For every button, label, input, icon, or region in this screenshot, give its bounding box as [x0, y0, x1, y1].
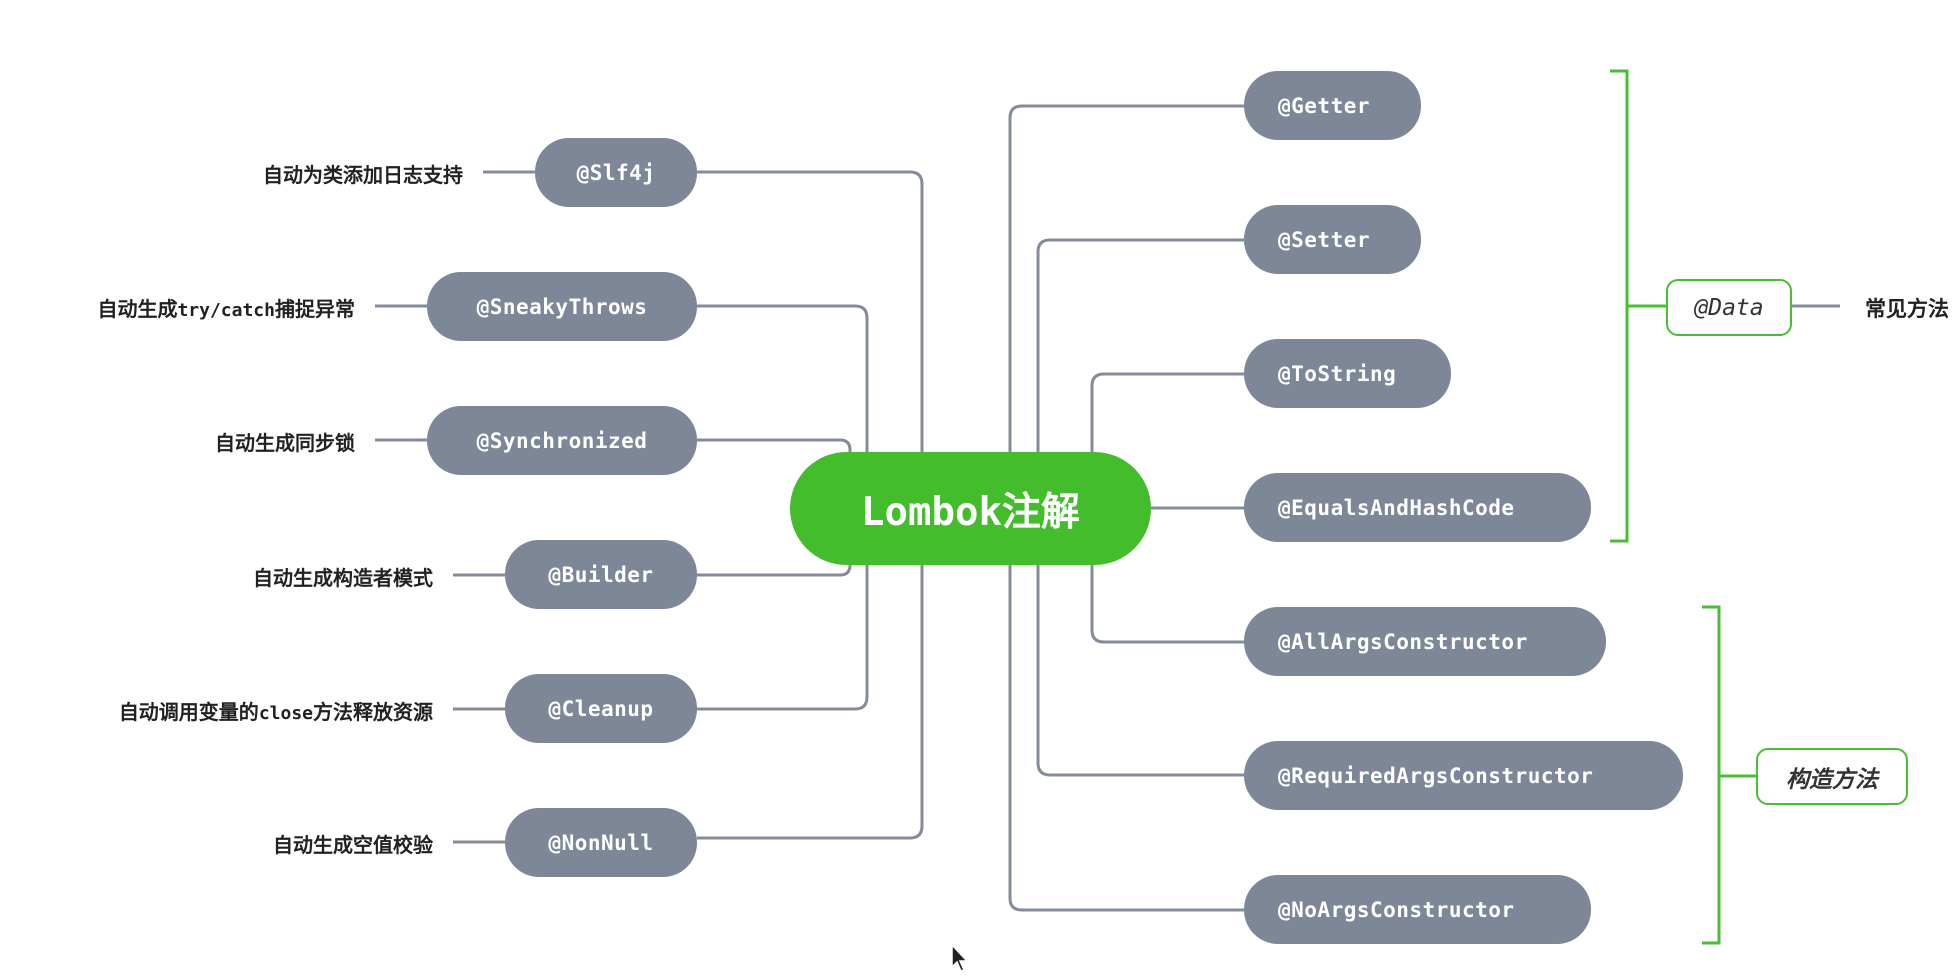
- desc-cleanup-code: close: [258, 703, 313, 724]
- desc-cleanup-part2: 方法释放资源: [313, 700, 433, 724]
- node-equalsandhashcode[interactable]: @EqualsAndHashCode: [1244, 473, 1591, 542]
- bracket-constructors: [1702, 605, 1756, 945]
- node-sneakythrows[interactable]: @SneakyThrows: [427, 272, 697, 341]
- desc-cleanup-part1: 自动调用变量的: [118, 700, 259, 724]
- node-tostring[interactable]: @ToString: [1244, 339, 1451, 408]
- mouse-cursor-icon: [951, 943, 969, 972]
- desc-builder: 自动生成构造者模式: [253, 566, 433, 590]
- node-getter[interactable]: @Getter: [1244, 71, 1421, 140]
- node-setter[interactable]: @Setter: [1244, 205, 1421, 274]
- node-requiredargsconstructor[interactable]: @RequiredArgsConstructor: [1244, 741, 1683, 810]
- group-data-box[interactable]: @Data: [1666, 279, 1792, 336]
- desc-nonnull: 自动生成空值校验: [273, 833, 433, 857]
- node-synchronized[interactable]: @Synchronized: [427, 406, 697, 475]
- node-allargsconstructor[interactable]: @AllArgsConstructor: [1244, 607, 1606, 676]
- node-builder[interactable]: @Builder: [505, 540, 697, 609]
- center-node-lombok[interactable]: Lombok注解: [790, 452, 1151, 565]
- group-data-note: 常见方法: [1865, 297, 1949, 321]
- node-nonnull[interactable]: @NonNull: [505, 808, 697, 877]
- desc-sneakythrows-code: try/catch: [177, 300, 275, 321]
- desc-cleanup: 自动调用变量的close方法释放资源: [119, 696, 433, 725]
- desc-synchronized: 自动生成同步锁: [215, 431, 355, 455]
- node-cleanup[interactable]: @Cleanup: [505, 674, 697, 743]
- node-noargsconstructor[interactable]: @NoArgsConstructor: [1244, 875, 1591, 944]
- bracket-data: [1610, 69, 1666, 543]
- group-constructors-box[interactable]: 构造方法: [1756, 748, 1908, 805]
- node-slf4j[interactable]: @Slf4j: [535, 138, 697, 207]
- desc-slf4j: 自动为类添加日志支持: [263, 163, 463, 187]
- desc-sneakythrows-part2: 捕捉异常: [275, 297, 355, 321]
- desc-sneakythrows: 自动生成try/catch捕捉异常: [97, 293, 355, 322]
- desc-sneakythrows-part1: 自动生成: [97, 297, 178, 321]
